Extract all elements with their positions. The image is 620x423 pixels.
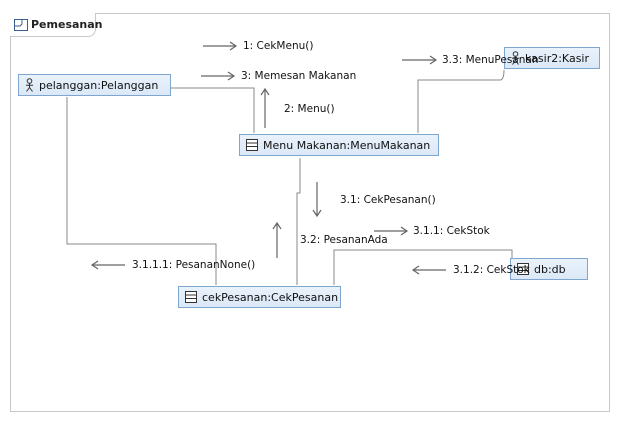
lifeline-menu-makanan[interactable]: Menu Makanan:MenuMakanan [239, 134, 439, 156]
message-label-m33: 3.3: MenuPesanan [442, 54, 539, 66]
class-icon [246, 139, 258, 151]
actor-icon [25, 78, 34, 92]
link-menu-kasir [417, 69, 505, 133]
message-label-m2: 2: Menu() [284, 103, 335, 115]
actor-icon [511, 51, 520, 65]
link-pelanggan-cek [66, 97, 217, 285]
class-icon [185, 291, 197, 303]
message-label-m3: 3: Memesan Makanan [241, 70, 357, 82]
link-pelanggan-menu [170, 87, 255, 133]
message-label-m312: 3.1.2: CekStok [453, 264, 530, 276]
message-label-m31: 3.1: CekPesanan() [340, 194, 436, 206]
lifeline-label: Menu Makanan:MenuMakanan [263, 138, 431, 152]
class-icon [517, 263, 529, 275]
lifeline-pelanggan[interactable]: pelanggan:Pelanggan [18, 74, 171, 96]
lifeline-label: pelanggan:Pelanggan [39, 78, 159, 92]
lifeline-cek-pesanan[interactable]: cekPesanan:CekPesanan [178, 286, 341, 308]
lifeline-label: db:db [534, 262, 566, 276]
message-label-m311: 3.1.1: CekStok [413, 225, 490, 237]
link-cek-db [333, 249, 513, 285]
diagram-frame-icon [14, 18, 28, 31]
lifeline-db[interactable]: db:db [510, 258, 588, 280]
lifeline-label: kasir2:Kasir [525, 51, 590, 65]
message-label-m32: 3.2: PesananAda [300, 234, 388, 246]
lifeline-label: cekPesanan:CekPesanan [202, 290, 339, 304]
diagram-frame-tab[interactable]: Pemesanan [10, 13, 103, 37]
link-menu-cek [296, 158, 301, 285]
lifeline-kasir[interactable]: kasir2:Kasir [504, 47, 600, 69]
message-label-m3111: 3.1.1.1: PesananNone() [132, 259, 256, 271]
message-label-m1: 1: CekMenu() [243, 40, 314, 52]
diagram-title: Pemesanan [31, 18, 103, 31]
